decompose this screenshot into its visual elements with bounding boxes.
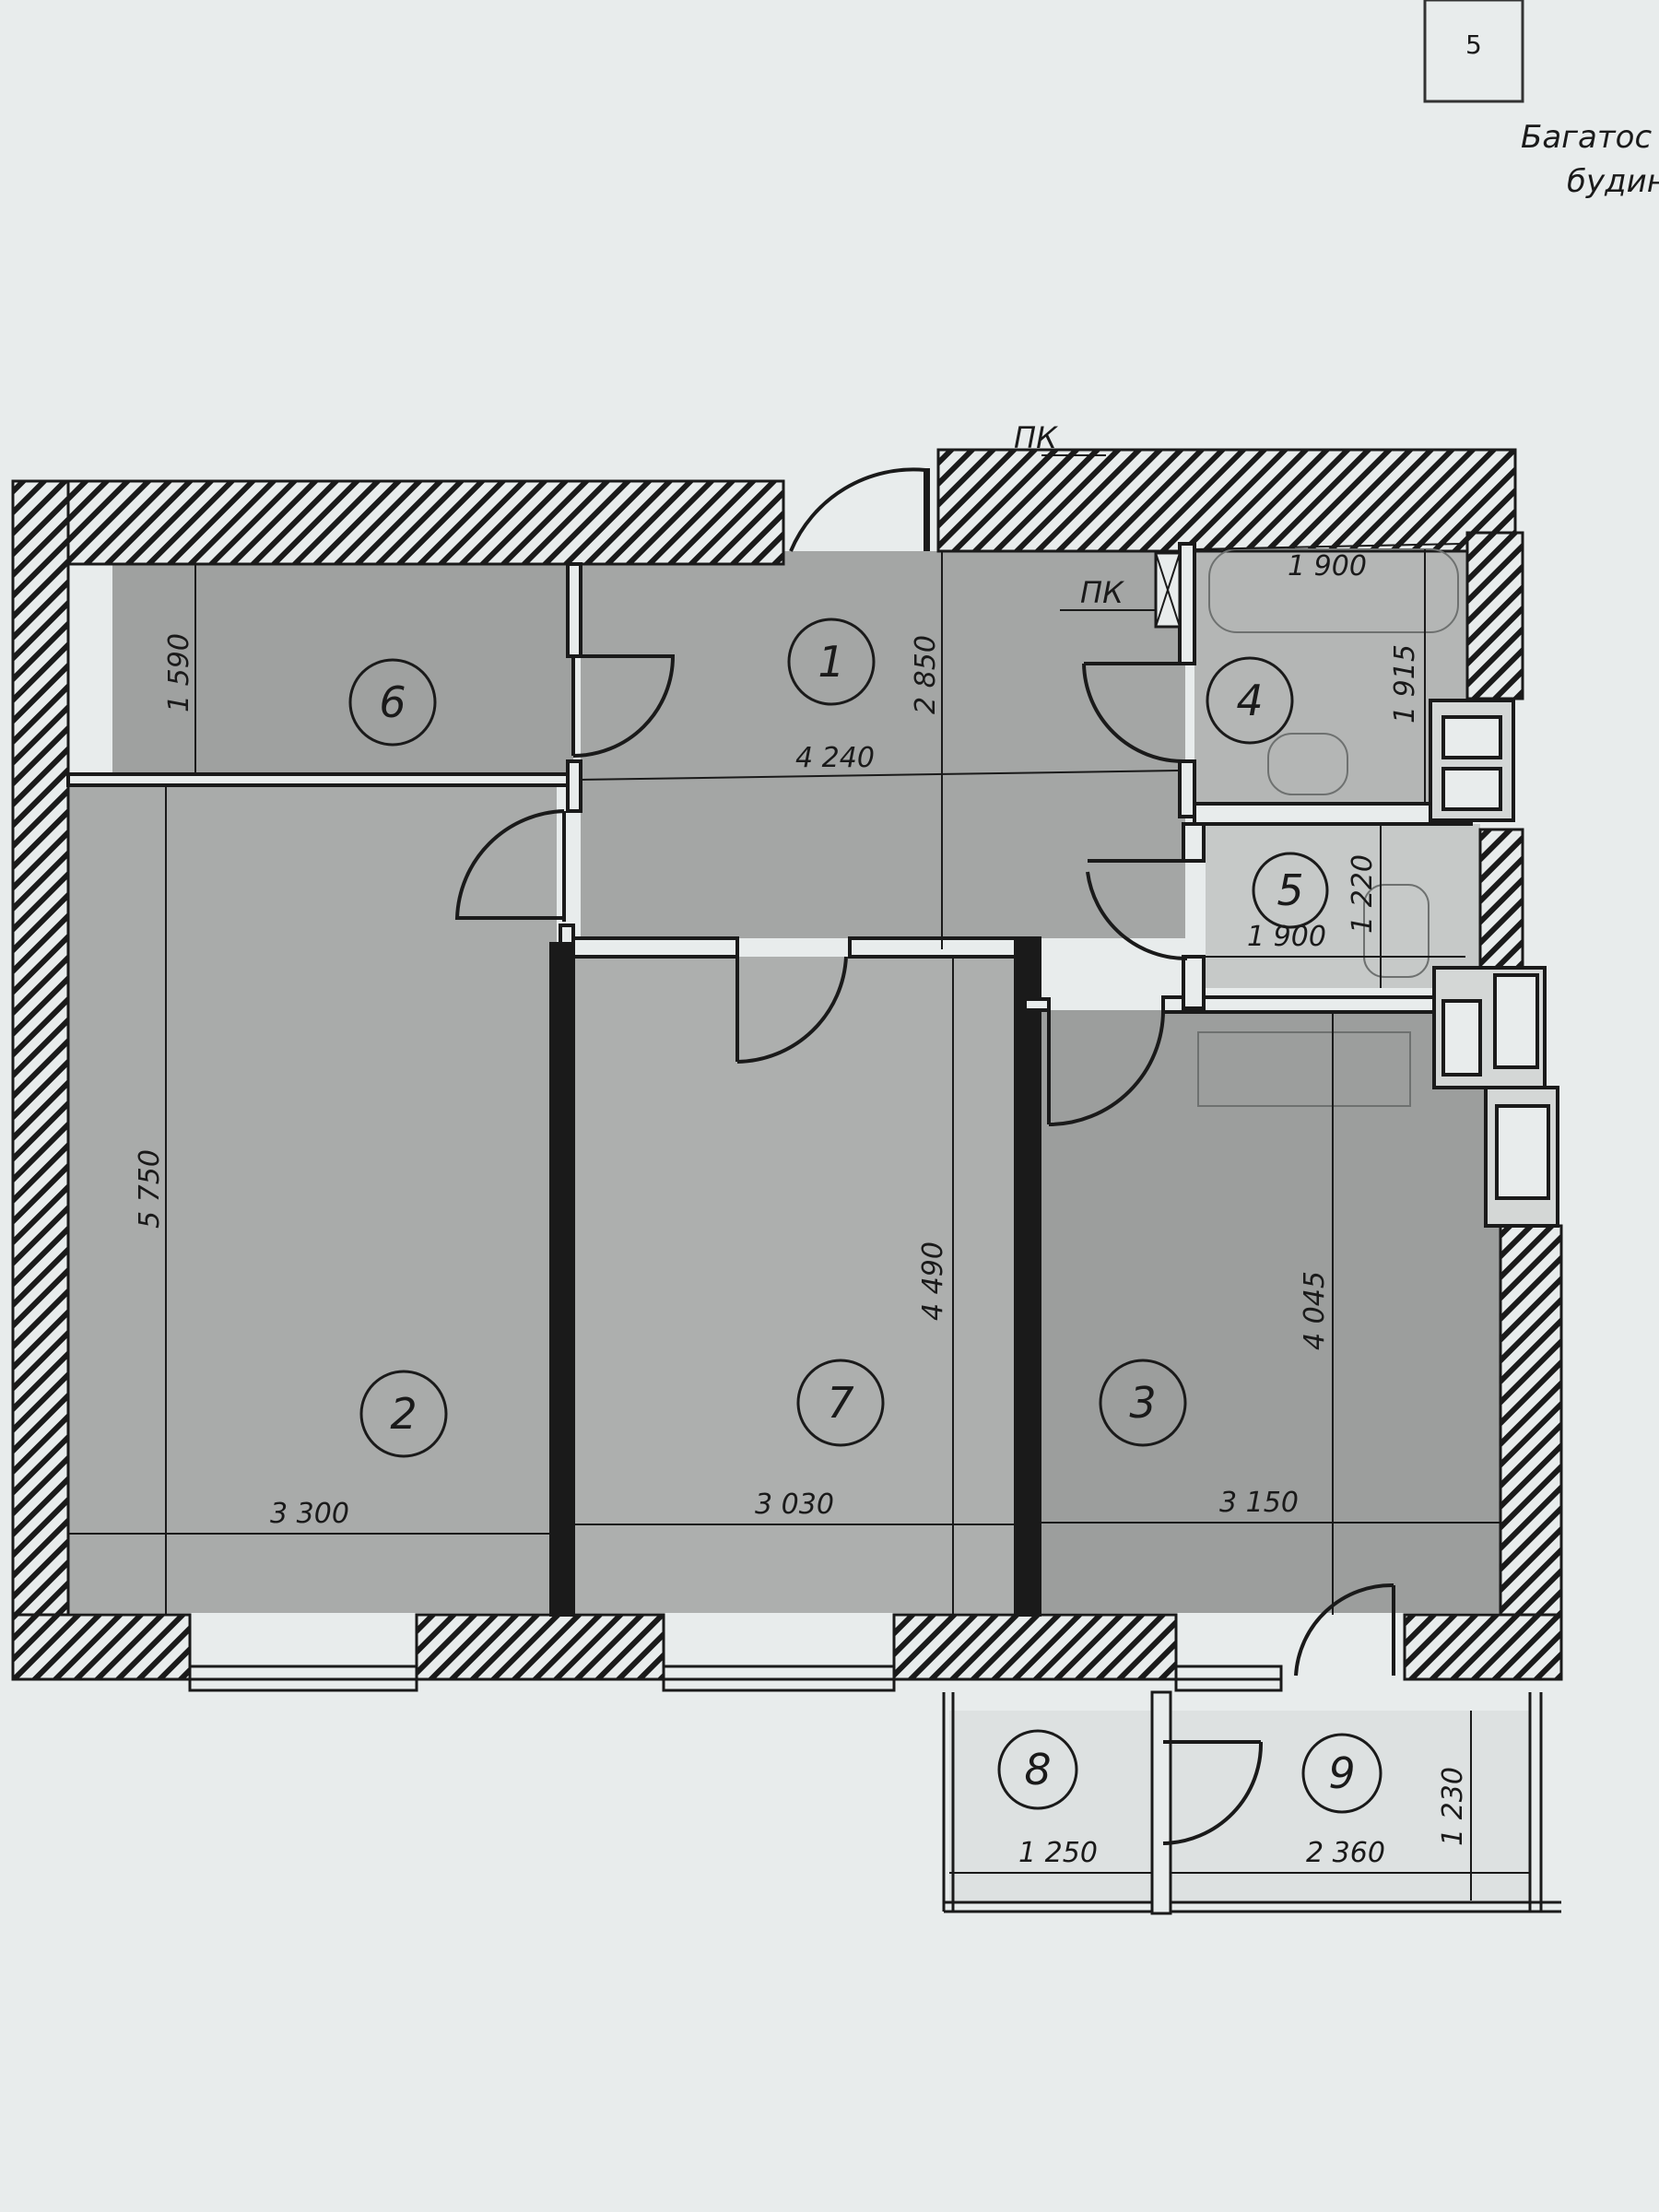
dim-room-2-width: 3 300 <box>270 1498 349 1530</box>
pk-label-top: ПК <box>1014 420 1058 455</box>
door-balcony-8-9 <box>1162 1740 1264 1845</box>
windows <box>188 1665 1283 1692</box>
doors <box>454 467 1395 1845</box>
room-fills <box>68 544 1530 1900</box>
partition-6-1-upper <box>566 562 582 658</box>
partition-6-1-lower <box>566 759 582 813</box>
room-number-1: 1 <box>818 637 844 687</box>
room-marker-5 <box>1252 852 1329 929</box>
door-room-7 <box>735 956 848 1064</box>
wall-bottom-4 <box>1403 1613 1563 1681</box>
dim-room-4-width: 1 900 <box>1288 550 1367 582</box>
partition-1-5 <box>1182 822 1206 863</box>
dim-room-3-width: 3 150 <box>1219 1487 1299 1519</box>
dimension-labels: 1 590 5 750 3 300 2 850 4 240 4 490 3 03… <box>134 550 1469 1869</box>
room-marker-7 <box>796 1359 885 1447</box>
wall-right-upper <box>1465 531 1524 700</box>
wall-right-lower <box>1499 1224 1563 1679</box>
page-header: 5 Багатос будин <box>1423 0 1659 200</box>
toilet-icon <box>1363 884 1430 978</box>
dim-room-4-height: 1 915 <box>1389 644 1421 724</box>
partition-1-4-lower <box>1178 759 1196 818</box>
room-marker-8 <box>997 1729 1078 1810</box>
door-room-5 <box>1086 859 1191 961</box>
room-5-floor <box>1206 824 1480 988</box>
door-room-6 <box>571 654 676 758</box>
dim-room-2-height: 5 750 <box>134 1149 166 1229</box>
room-marker-2 <box>359 1370 448 1458</box>
partition-7-3 <box>1014 936 1041 1617</box>
room-number-5: 5 <box>1277 865 1303 915</box>
dim-room-6-height: 1 590 <box>163 633 195 712</box>
partition-3-top-left <box>1023 997 1051 1012</box>
room-7-floor <box>573 957 1016 1613</box>
fixtures <box>1197 548 1459 1107</box>
dim-room-3-height: 4 045 <box>1299 1271 1331 1350</box>
room-marker-6 <box>348 658 437 747</box>
room-number-2: 2 <box>390 1389 417 1439</box>
wall-right-mid <box>1478 828 1524 970</box>
dimension-lines <box>68 543 1530 1900</box>
partition-1-5-lower <box>1182 955 1206 1010</box>
dim-room-1-height: 2 850 <box>910 635 942 714</box>
exterior-walls <box>11 448 1563 1681</box>
door-room-4 <box>1082 662 1184 763</box>
door-balcony-room-3 <box>1294 1583 1395 1677</box>
room-6-floor <box>112 564 573 776</box>
page-number-box <box>1423 0 1524 103</box>
dim-room-5-width: 1 900 <box>1247 921 1326 953</box>
room-marker-1 <box>787 618 876 706</box>
room-2-floor <box>68 785 557 1613</box>
room-number-4: 4 <box>1236 676 1263 725</box>
stove-icon <box>1197 1031 1411 1107</box>
header-caption-line2: будин <box>1567 163 1659 200</box>
dim-room-9-height: 1 230 <box>1437 1767 1469 1846</box>
bathtub-icon <box>1208 548 1459 633</box>
room-marker-4 <box>1206 656 1294 745</box>
partition-6-2 <box>66 772 575 787</box>
balcony-partition <box>1150 1690 1172 1915</box>
partition-1-4 <box>1178 542 1196 665</box>
vent-blocks <box>1429 699 1559 1228</box>
dim-room-8-width: 1 250 <box>1018 1837 1098 1869</box>
room-1-floor <box>581 551 1185 938</box>
page-number: 5 <box>1465 29 1482 60</box>
balcony <box>942 1690 1561 1915</box>
wall-top-right <box>936 448 1517 553</box>
pk-labels: ПК ПК <box>1014 420 1182 629</box>
partition-1-7-right <box>848 936 1029 959</box>
dim-room-9-width: 2 360 <box>1306 1837 1385 1869</box>
partition-2-7 <box>549 942 575 1617</box>
washbasin-icon <box>1267 733 1348 795</box>
room-number-6: 6 <box>379 677 406 727</box>
wall-top-left <box>63 479 785 566</box>
header-caption-line1: Багатос <box>1521 119 1652 156</box>
partition-2-1 <box>559 924 575 946</box>
wall-bottom-1 <box>11 1613 192 1681</box>
room-4-floor <box>1194 544 1467 804</box>
dim-room-1-width: 4 240 <box>795 742 875 774</box>
dim-room-7-height: 4 490 <box>917 1241 949 1321</box>
wall-bottom-3 <box>892 1613 1178 1681</box>
room-number-8: 8 <box>1024 1745 1051 1794</box>
door-room-3 <box>1047 1009 1165 1126</box>
room-number-3: 3 <box>1129 1378 1156 1428</box>
wall-left <box>11 479 70 1681</box>
room-numbers: 1 2 3 4 5 6 7 8 9 <box>379 637 1355 1798</box>
wall-bottom-2 <box>415 1613 665 1681</box>
pk-label-inner: ПК <box>1080 575 1124 610</box>
room-number-9: 9 <box>1328 1748 1355 1798</box>
partition-1-7-left <box>571 936 739 959</box>
room-marker-9 <box>1301 1733 1382 1814</box>
room-markers <box>348 618 1382 1814</box>
partition-3-top-right <box>1161 995 1469 1014</box>
dim-room-5-height: 1 220 <box>1347 854 1379 934</box>
room-marker-3 <box>1099 1359 1187 1447</box>
dim-room-7-width: 3 030 <box>755 1488 834 1521</box>
room-number-7: 7 <box>827 1378 853 1428</box>
entrance-door <box>789 467 927 552</box>
door-room-2 <box>454 809 566 922</box>
